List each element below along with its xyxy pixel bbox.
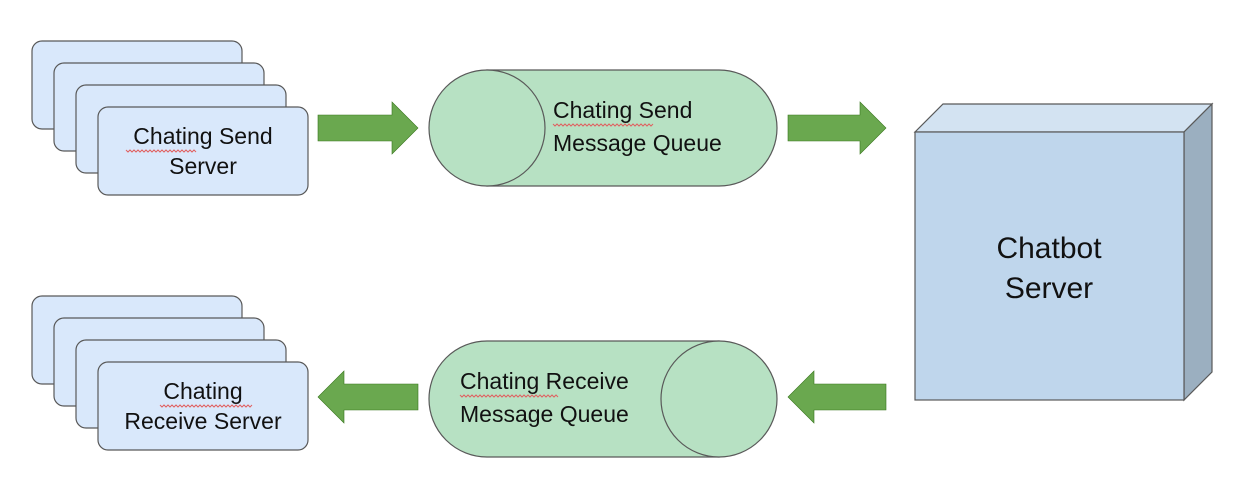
receive-queue-body: [428, 340, 720, 458]
spellcheck-underline: [159, 404, 253, 408]
send-queue-body: [486, 69, 778, 187]
chatbot-server-side-face: [1183, 102, 1213, 402]
receive-queue-label-line1: Chating Receive: [460, 368, 629, 394]
chatbot-server: Chatbot Server: [913, 102, 1214, 402]
receive-server-node: Chating Receive Server: [97, 361, 309, 451]
chatbot-server-front-face: [914, 131, 1185, 401]
chatbot-server-top-face: [913, 103, 1214, 133]
send-message-queue: Chating Send Message Queue: [428, 69, 778, 187]
arrow-left-icon: [787, 370, 887, 424]
receive-message-queue: Chating Receive Message Queue: [428, 340, 778, 458]
arrow-left-icon: [317, 370, 419, 424]
send-server-label-line1: Chating Send: [133, 123, 272, 149]
chatbot-server-label-line2: Server: [1005, 272, 1093, 305]
send-server-stack: Chating Send Server: [31, 40, 309, 196]
receive-queue-label-line2: Message Queue: [460, 401, 629, 427]
receive-server-label-line1: Chating: [163, 378, 242, 404]
send-server-label-line2: Server: [169, 153, 237, 179]
spellcheck-underline: [459, 394, 559, 398]
send-queue-label-line2: Message Queue: [553, 130, 722, 156]
arrow-right-icon: [787, 101, 887, 155]
spellcheck-underline: [125, 149, 197, 153]
send-queue-label-line1: Chating Send: [553, 97, 692, 123]
receive-server-stack: Chating Receive Server: [31, 295, 309, 451]
arrow-right-icon: [317, 101, 419, 155]
receive-server-label-line2: Receive Server: [124, 408, 282, 434]
send-server-card-front: [97, 106, 309, 196]
send-queue-end-cap: [428, 69, 546, 187]
send-server-node: Chating Send Server: [97, 106, 309, 196]
chatbot-server-label-line1: Chatbot: [996, 232, 1102, 265]
receive-queue-end-cap: [660, 340, 778, 458]
spellcheck-underline: [552, 123, 654, 127]
